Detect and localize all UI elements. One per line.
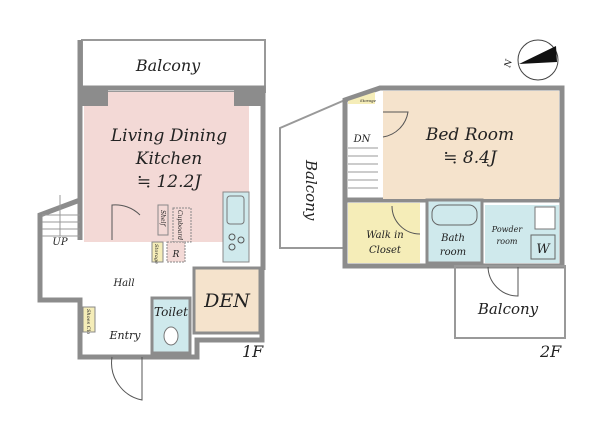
floor-1: Balcony Living Dining Kitchen ≒ 12.2J Sh… [37, 39, 266, 401]
toilet-icon [163, 326, 179, 346]
refrigerator [166, 241, 186, 263]
storage-2f-label: Storage [360, 98, 377, 103]
entry-label: Entry [108, 329, 141, 342]
stove-icon [228, 243, 236, 251]
washbasin-icon [534, 206, 556, 230]
stove-icon [237, 236, 245, 244]
ldk-size: ≒ 12.2J [137, 172, 202, 192]
bedroom-door[interactable] [382, 111, 409, 138]
den-room [192, 266, 262, 335]
bath-label-2: room [440, 247, 466, 258]
up-label: UP [52, 237, 67, 248]
bathtub-icon [431, 204, 478, 226]
toilet-room [150, 296, 192, 355]
ldk-door[interactable] [111, 204, 141, 240]
dn-label: DN [353, 134, 372, 145]
storage-1f-label: Storage [153, 244, 159, 264]
bathroom [425, 198, 484, 265]
wall-corner [80, 88, 108, 106]
powder-label-1: Powder [491, 225, 524, 234]
compass-needle-icon [519, 46, 557, 64]
wall-corner [234, 88, 264, 106]
toilet-label: Toilet [154, 305, 188, 319]
shelf [157, 204, 169, 236]
entry-door[interactable] [111, 356, 143, 401]
refrigerator-label: R [172, 250, 180, 260]
storage-1f [151, 241, 164, 263]
shoes-closet-label: Shoes Clo [85, 309, 91, 334]
den-label: DEN [203, 290, 251, 312]
stairs-1f [42, 195, 80, 237]
shelf-label: Shelf [159, 210, 166, 227]
balcony-2f-bottom [454, 265, 566, 339]
closet-door[interactable] [391, 205, 421, 235]
stove-icon [228, 233, 236, 241]
bedroom-label: Bed Room [425, 125, 514, 145]
compass-north-label: N [503, 57, 515, 69]
washer [530, 234, 556, 260]
walk-in-closet-label-2: Closet [369, 245, 402, 256]
floor-2-label: 2F [539, 342, 562, 361]
walk-in-closet-label-1: Walk in [366, 230, 403, 241]
balcony-2f-bottom-label: Balcony [477, 300, 539, 318]
balcony-door[interactable] [487, 265, 519, 297]
hall-label: Hall [112, 278, 134, 289]
compass: N [503, 39, 559, 81]
stairs-2f [348, 147, 378, 189]
balcony-1f-label: Balcony [135, 56, 201, 75]
storage-2f [348, 92, 375, 104]
walk-in-closet [348, 203, 420, 263]
floor-2: Balcony Bed Room ≒ 8.4J Storage DN Walk … [279, 85, 566, 361]
balcony-2f-left-label: Balcony [302, 159, 320, 221]
powder-label-2: room [496, 237, 517, 246]
ldk-label-2: Kitchen [135, 149, 202, 169]
washer-label: W [536, 242, 551, 257]
ldk-label-1: Living Dining [110, 126, 227, 146]
cupboard-label: Cupboard [176, 210, 183, 240]
shoes-closet [82, 306, 96, 333]
bedroom-size: ≒ 8.4J [443, 148, 498, 168]
bath-label-1: Bath [440, 233, 465, 244]
kitchen-counter [222, 191, 250, 263]
bedroom [383, 91, 559, 199]
floor-1-label: 1F [242, 342, 264, 361]
sink-icon [226, 195, 245, 225]
